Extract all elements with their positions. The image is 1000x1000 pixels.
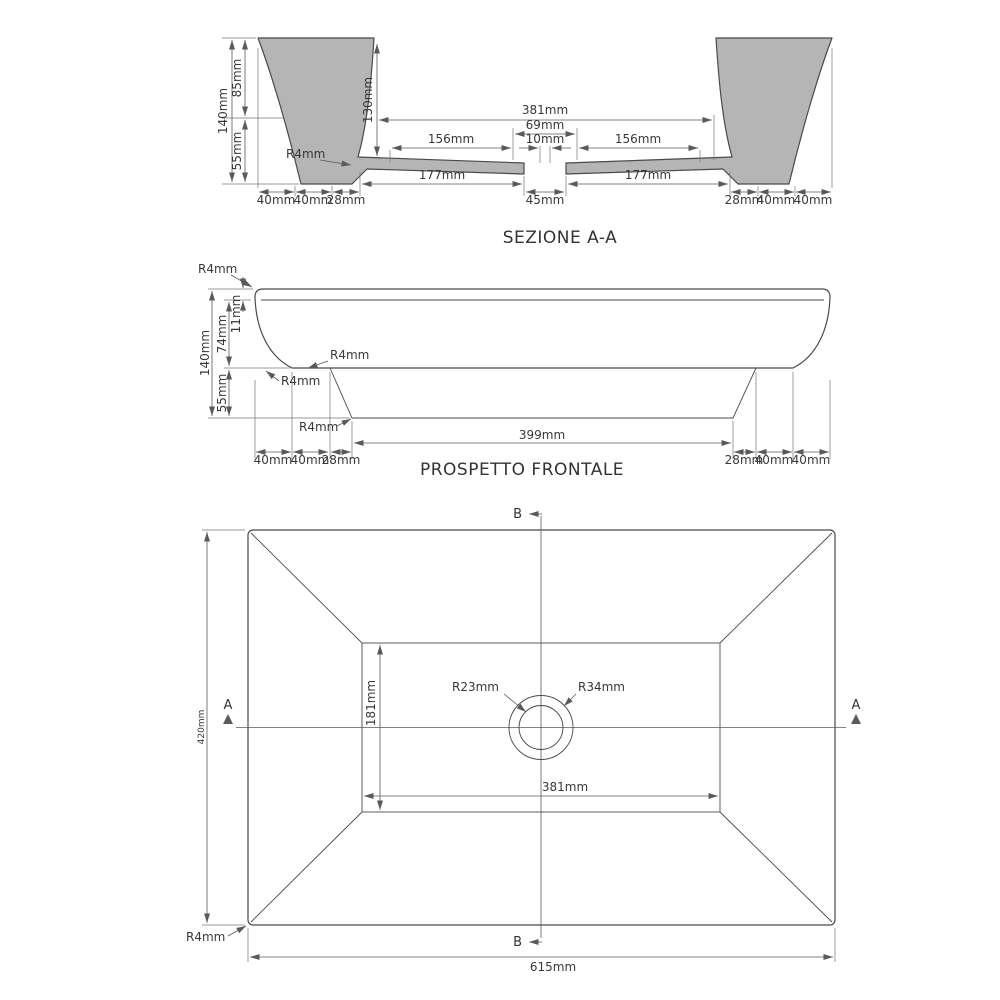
dim-text-10: 10mm [526, 132, 565, 146]
section-aa-view: 140mm 85mm 55mm 130mm 381mm 69mm 10mm 15… [216, 37, 833, 248]
section-extension-lines [222, 37, 833, 196]
dim-text-177-left: 177mm [419, 168, 465, 182]
front-chain-left-40a-text: 40mm [254, 453, 293, 467]
dim-text-381: 381mm [522, 103, 568, 117]
plan-radius-outer-text: R34mm [578, 680, 625, 694]
plan-r23-leader [503, 693, 527, 713]
section-a-right-label: A [852, 698, 861, 713]
plan-radius-corner-text: R4mm [186, 930, 225, 944]
chain-left-40a-text: 40mm [257, 193, 296, 207]
front-chain-left-40b-text: 40mm [291, 453, 330, 467]
plan-radius-inner-text: R23mm [452, 680, 499, 694]
chain-right-28-text: 28mm [725, 193, 764, 207]
front-radius-bottom-text: R4mm [299, 420, 338, 434]
front-chain-left-28-text: 28mm [322, 453, 361, 467]
front-dim-text-399: 399mm [519, 428, 565, 442]
plan-dimension-lines [204, 511, 833, 960]
section-aa-title: SEZIONE A-A [503, 228, 618, 248]
chain-left-28-text: 28mm [327, 193, 366, 207]
dim-text-156-right: 156mm [615, 132, 661, 146]
plan-view: 420mm 181mm 381mm 615mm R23mm R34mm R4mm… [186, 507, 861, 974]
plan-dim-text-181: 181mm [364, 680, 378, 726]
front-dim-text-74: 74mm [215, 315, 229, 354]
dim-text-55: 55mm [230, 132, 244, 171]
plan-bowl-slope-edges [250, 532, 833, 923]
section-a-left-arrow [223, 714, 233, 724]
front-dim-text-55: 55mm [215, 374, 229, 413]
drain-inner-circle [518, 705, 564, 750]
chain-right-40a-text: 40mm [757, 193, 796, 207]
dim-text-177-right: 177mm [625, 168, 671, 182]
section-r4-leader [319, 159, 352, 167]
front-elevation-view: 11mm 74mm 140mm 55mm R4mm R4mm R4mm R4mm… [198, 262, 831, 480]
dim-text-45: 45mm [526, 193, 565, 207]
section-right-wall-cut [565, 37, 833, 185]
front-dimension-lines [209, 274, 829, 455]
front-extension-lines [208, 288, 831, 459]
plan-r34-leader [563, 693, 577, 707]
section-b-top-label: B [513, 507, 522, 522]
dim-text-69: 69mm [526, 118, 565, 132]
front-r4-low-leader [265, 370, 280, 382]
section-left-wall-cut [257, 37, 525, 185]
section-a-right-arrow [851, 714, 861, 724]
section-dimension-lines [229, 40, 831, 195]
front-dim-text-140: 140mm [198, 330, 212, 376]
plan-dim-text-381: 381mm [542, 780, 588, 794]
front-chain-right-40a-text: 40mm [755, 453, 794, 467]
chain-left-40b-text: 40mm [294, 193, 333, 207]
front-radius-top-text: R4mm [198, 262, 237, 276]
front-radius-mid-text: R4mm [330, 348, 369, 362]
front-chain-right-28-text: 28mm [725, 453, 764, 467]
dim-text-140: 140mm [216, 88, 230, 134]
radius-text-r4-section: R4mm [286, 147, 325, 161]
front-radius-low-text: R4mm [281, 374, 320, 388]
chain-right-40b-text: 40mm [794, 193, 833, 207]
dim-text-130: 130mm [361, 77, 375, 123]
front-view-title: PROSPETTO FRONTALE [420, 460, 624, 480]
drain-outer-circle [508, 695, 574, 760]
dim-text-156-left: 156mm [428, 132, 474, 146]
plan-r4-corner-leader [227, 925, 247, 937]
front-dim-text-11: 11mm [229, 295, 243, 334]
front-r4-bottom-leader [336, 418, 352, 427]
front-r4-mid-leader [307, 360, 329, 369]
front-outer-shell [254, 288, 831, 369]
plan-dim-text-420: 420mm [197, 710, 207, 745]
front-pedestal-outline [329, 367, 757, 419]
plan-dim-text-615: 615mm [530, 960, 576, 974]
front-r4-top-leader [230, 274, 253, 288]
plan-extension-lines [202, 529, 836, 962]
section-b-bottom-label: B [513, 935, 522, 950]
dim-text-85: 85mm [230, 59, 244, 98]
section-a-left-label: A [224, 698, 233, 713]
front-chain-right-40b-text: 40mm [792, 453, 831, 467]
